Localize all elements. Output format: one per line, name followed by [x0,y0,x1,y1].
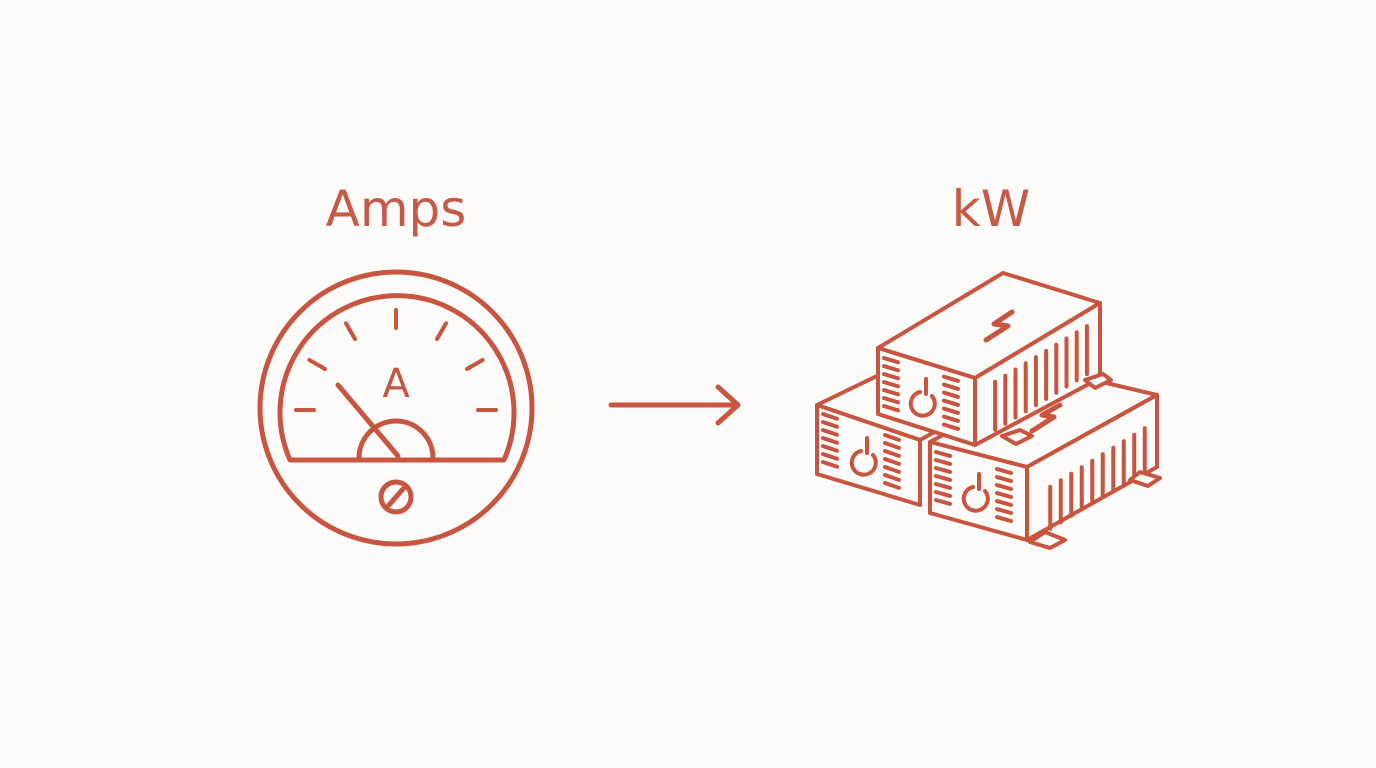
amps-label: Amps [325,180,467,238]
vent-slot [942,398,960,407]
vent-slot [942,414,960,423]
vent-slot [942,406,960,415]
vent-slot [995,483,1013,491]
vent-slot [882,380,900,389]
gauge-tick [465,358,485,371]
vent-slot [942,390,960,399]
gauge-tick [435,321,448,341]
vent-slot [942,382,960,391]
gauge-tick [344,321,357,341]
stacked-power-units-icon [815,271,1162,550]
vent-slot [995,499,1013,507]
gauge-needle [335,382,401,459]
vent-slot [995,475,1013,483]
vent-slot [934,458,952,466]
vent-slot [883,465,901,474]
vent-slot [882,388,900,397]
vent-slot [995,491,1013,499]
power-unit-right [928,370,1162,550]
vent-slot [883,433,901,442]
vent-slot [821,460,839,469]
vent-slot [821,420,839,429]
vent-slot [995,467,1013,475]
vent-slot [995,515,1013,523]
vent-slot [821,444,839,453]
vent-slot [882,396,900,405]
vent-slot [882,356,900,365]
vent-slot [883,473,901,482]
vent-slot [883,481,901,490]
vent-slot [942,422,960,431]
vent-slot [934,498,952,506]
vent-slot [934,466,952,474]
vent-slot [995,507,1013,515]
kw-label: kW [951,180,1031,238]
power-unit-top [876,271,1113,447]
vent-slot [882,364,900,373]
vent-slot [883,457,901,466]
vent-slot [821,428,839,437]
lightning-icon [1029,402,1063,434]
vent-slot [934,450,952,458]
gauge-ticks [294,308,498,412]
vent-slot [882,372,900,381]
vent-slot [883,441,901,450]
vent-slot [934,490,952,498]
vent-slot [883,449,901,458]
vent-slot [934,474,952,482]
vent-slot [942,374,960,383]
ammeter-gauge-icon: A [257,269,535,547]
gauge-tick [307,358,327,371]
lightning-icon [983,309,1015,343]
dial-letter: A [382,361,410,407]
screw-icon [378,479,414,515]
vent-slot [821,412,839,421]
arrow-right-icon [608,384,741,426]
vent-slot [821,436,839,445]
vent-slot [934,482,952,490]
vent-slot [821,452,839,461]
vent-slot [882,404,900,413]
